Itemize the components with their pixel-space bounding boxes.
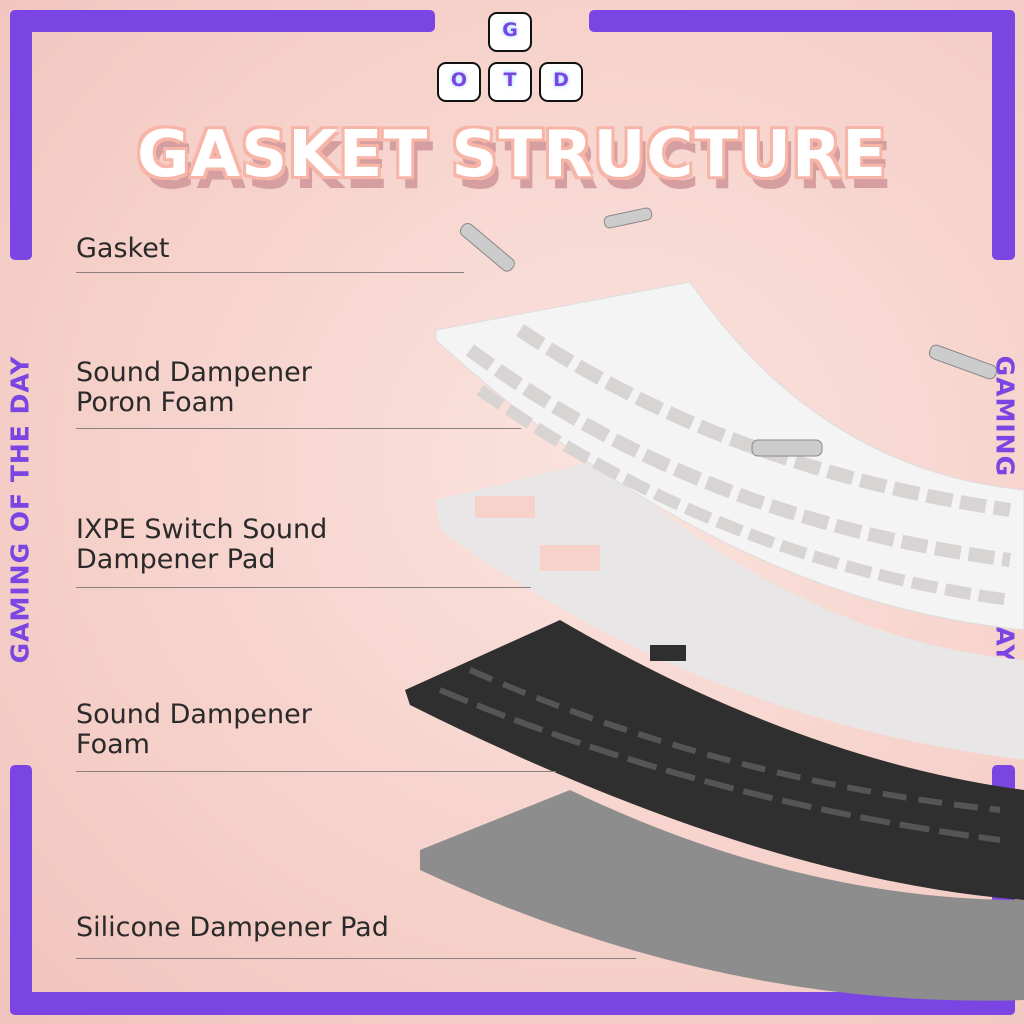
logo-key: O bbox=[437, 62, 481, 102]
poron-foam-layer bbox=[435, 281, 1024, 631]
divider bbox=[76, 428, 521, 429]
logo-key: D bbox=[539, 62, 583, 102]
label-text: Sound Dampener bbox=[76, 699, 312, 730]
frame-bottom bbox=[10, 992, 1015, 1015]
ixpe-pad-layer bbox=[436, 460, 1024, 760]
logo-key: G bbox=[488, 12, 532, 52]
label-text: Sound Dampener bbox=[76, 357, 312, 388]
logo-key: T bbox=[488, 62, 532, 102]
foam-layer bbox=[405, 620, 1024, 900]
frame-left-top bbox=[10, 10, 32, 260]
divider bbox=[76, 958, 636, 959]
divider bbox=[76, 272, 464, 273]
label-text: Poron Foam bbox=[76, 387, 235, 418]
frame-right-top bbox=[992, 10, 1015, 260]
label-text: Silicone Dampener Pad bbox=[76, 912, 389, 943]
page-title: GASKET STRUCTURE bbox=[137, 118, 887, 192]
gasket-pieces bbox=[459, 207, 998, 457]
label-text: Foam bbox=[76, 729, 150, 760]
divider bbox=[76, 587, 531, 588]
frame-left-bottom bbox=[10, 765, 32, 1015]
label-gasket: Gasket bbox=[76, 234, 169, 264]
label-silicone-pad: Silicone Dampener Pad bbox=[76, 913, 389, 943]
frame-top-left bbox=[10, 10, 435, 32]
divider bbox=[76, 771, 556, 772]
label-text: IXPE Switch Sound bbox=[76, 514, 328, 545]
label-text: Gasket bbox=[76, 233, 170, 264]
silicone-pad-layer bbox=[420, 790, 1024, 1001]
label-text: Dampener Pad bbox=[76, 544, 276, 575]
frame-top-right bbox=[589, 10, 1015, 32]
